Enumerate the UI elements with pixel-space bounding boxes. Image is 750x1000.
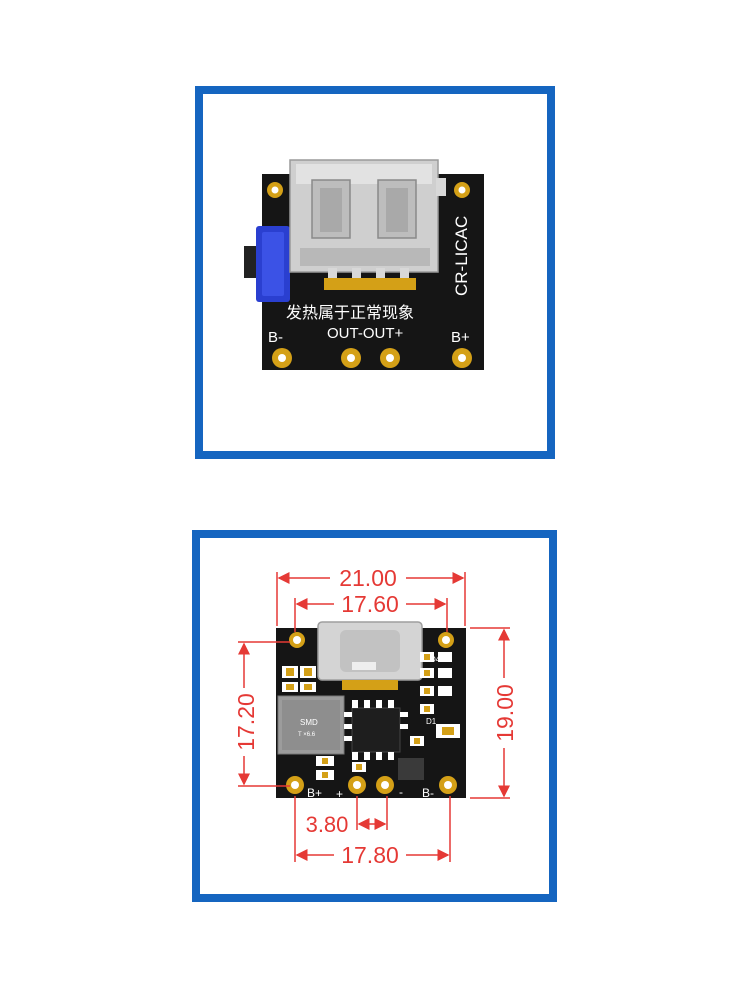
top-pcb-module: CR-LICAC 发热属于正常现象 B- OUT-OUT+ B+ xyxy=(244,159,484,370)
diode-label-d4: D4 xyxy=(430,655,441,664)
dim-width-total: 21.00 xyxy=(339,565,397,591)
diode-label-d1: D1 xyxy=(426,717,437,726)
dim-height-right: 19.00 xyxy=(492,684,518,742)
pin-label-bottom-b-minus: B- xyxy=(422,786,434,800)
mosfet xyxy=(398,758,424,780)
smd-resistors-left xyxy=(282,666,316,692)
switch-lever xyxy=(244,246,258,278)
dim-height-left: 17.20 xyxy=(233,693,259,751)
board-model-label: CR-LICAC xyxy=(452,216,471,296)
dimension-annotations xyxy=(238,572,510,862)
dim-pad-span: 17.80 xyxy=(341,842,399,868)
inductor-label: SMD xyxy=(300,718,318,727)
inductor-sublabel: T ×6.6 xyxy=(298,732,316,738)
pin-label-out: OUT-OUT+ xyxy=(327,325,403,342)
pin-label-b-plus: B+ xyxy=(451,329,470,346)
bottom-pcb-module: SMD T ×6.6 D4 D1 xyxy=(276,621,466,801)
pin-label-b-minus: B- xyxy=(268,329,283,346)
pin-label-bottom-plus: + xyxy=(336,787,343,801)
pin-label-bottom-minus: - xyxy=(399,785,403,799)
heat-normal-note: 发热属于正常现象 xyxy=(286,304,414,322)
ic-chip xyxy=(351,707,401,753)
smd-components-right xyxy=(410,652,460,746)
pin-label-bottom-b-plus: B+ xyxy=(307,786,322,800)
dim-width-connector: 17.60 xyxy=(341,591,399,617)
dim-pad-pitch: 3.80 xyxy=(306,812,349,837)
